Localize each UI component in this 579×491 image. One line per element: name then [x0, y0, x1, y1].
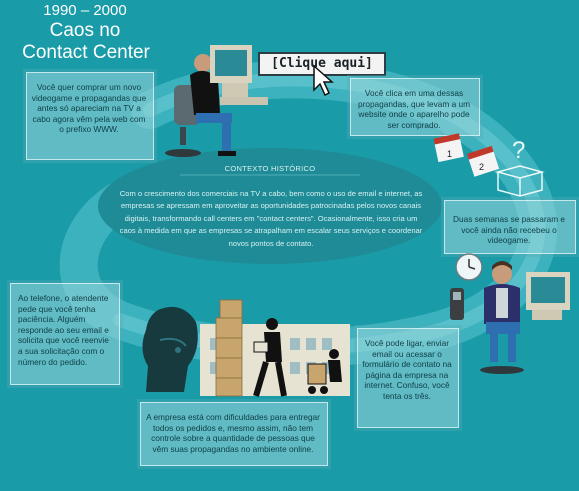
- woman-headset-icon: [142, 306, 198, 392]
- mouse-cursor-icon: [313, 64, 334, 97]
- step-company-box: [140, 402, 328, 466]
- step-click-ad-text: Você clica em uma dessas propagandas, qu…: [357, 88, 471, 130]
- context-title: CONTEXTO HISTÓRICO: [224, 164, 316, 173]
- worried-person-icon: [480, 261, 570, 374]
- step-attendant-text: Ao telefone, o atendente pede que você t…: [18, 293, 109, 367]
- calendar-page-1: 1: [447, 149, 452, 159]
- step-videogame-box: [26, 72, 154, 160]
- step-attendant-box: [10, 283, 120, 385]
- person-at-desk-icon: [165, 45, 268, 157]
- page-title-line2: Contact Center: [22, 42, 150, 63]
- context-body: Com o crescimento dos comerciais na TV a…: [119, 189, 423, 248]
- page-title-line1: Caos no: [49, 20, 121, 41]
- step-company-text: A empresa está com dificuldades para ent…: [146, 412, 320, 454]
- step-two-weeks-text: Duas semanas se passaram e você ainda nã…: [452, 214, 566, 246]
- step-contact-text: Você pode ligar, enviar email ou acessar…: [362, 338, 452, 401]
- delivery-worker-icon: [253, 318, 342, 397]
- context-ellipse: [98, 148, 442, 264]
- calendar-page-2: 2: [479, 162, 484, 172]
- step-videogame-text: Você quer comprar um novo videogame e pr…: [31, 82, 147, 135]
- clock-icon: [455, 253, 483, 281]
- step-contact-box: [357, 328, 459, 428]
- open-box-icon: ?: [495, 137, 545, 197]
- phone-icon: [450, 288, 464, 320]
- step-click-ad-box: [350, 78, 480, 136]
- question-mark-icon: ?: [512, 137, 525, 164]
- years-label: 1990 – 2000: [43, 2, 127, 19]
- calendar-icon: 1 2: [434, 133, 500, 177]
- step-two-weeks-box: [444, 200, 576, 254]
